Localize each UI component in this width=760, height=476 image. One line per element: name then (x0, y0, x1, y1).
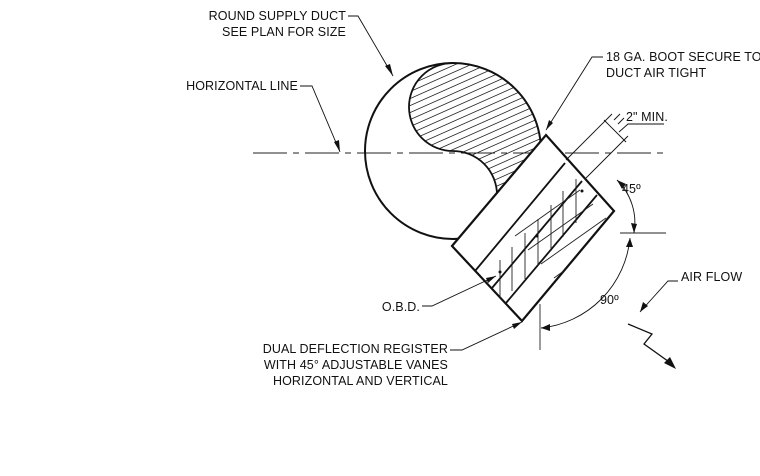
leader-air-flow (639, 280, 678, 313)
label-see-plan-for-size: SEE PLAN FOR SIZE (222, 25, 346, 39)
leader-boot (545, 56, 603, 131)
leader-obd (422, 275, 497, 307)
register-boot (450, 133, 616, 323)
label-obd: O.B.D. (382, 300, 420, 314)
label-boot-line2: DUCT AIR TIGHT (606, 66, 707, 80)
leader-lines (300, 15, 678, 351)
label-clearance: 2" MIN. (626, 110, 668, 124)
leader-horizontal-line (300, 85, 341, 153)
leader-duct (348, 15, 394, 77)
label-air-flow: AIR FLOW (681, 270, 742, 284)
label-register-line1: DUAL DEFLECTION REGISTER (263, 342, 448, 356)
leader-register (450, 321, 523, 351)
angle-90-arc (540, 237, 631, 329)
label-round-supply-duct: ROUND SUPPLY DUCT (209, 9, 347, 23)
label-register-line3: HORIZONTAL AND VERTICAL (273, 374, 448, 388)
label-register-line2: WITH 45° ADJUSTABLE VANES (264, 358, 448, 372)
leader-arrowheads (334, 64, 648, 329)
label-angle-90: 90º (600, 293, 619, 307)
label-horizontal-line: HORIZONTAL LINE (186, 79, 298, 93)
air-flow-arrow (627, 323, 676, 369)
label-boot-line1: 18 GA. BOOT SECURE TO (606, 50, 760, 64)
label-angle-45: 45º (622, 182, 641, 196)
clearance-dimension (565, 113, 664, 179)
